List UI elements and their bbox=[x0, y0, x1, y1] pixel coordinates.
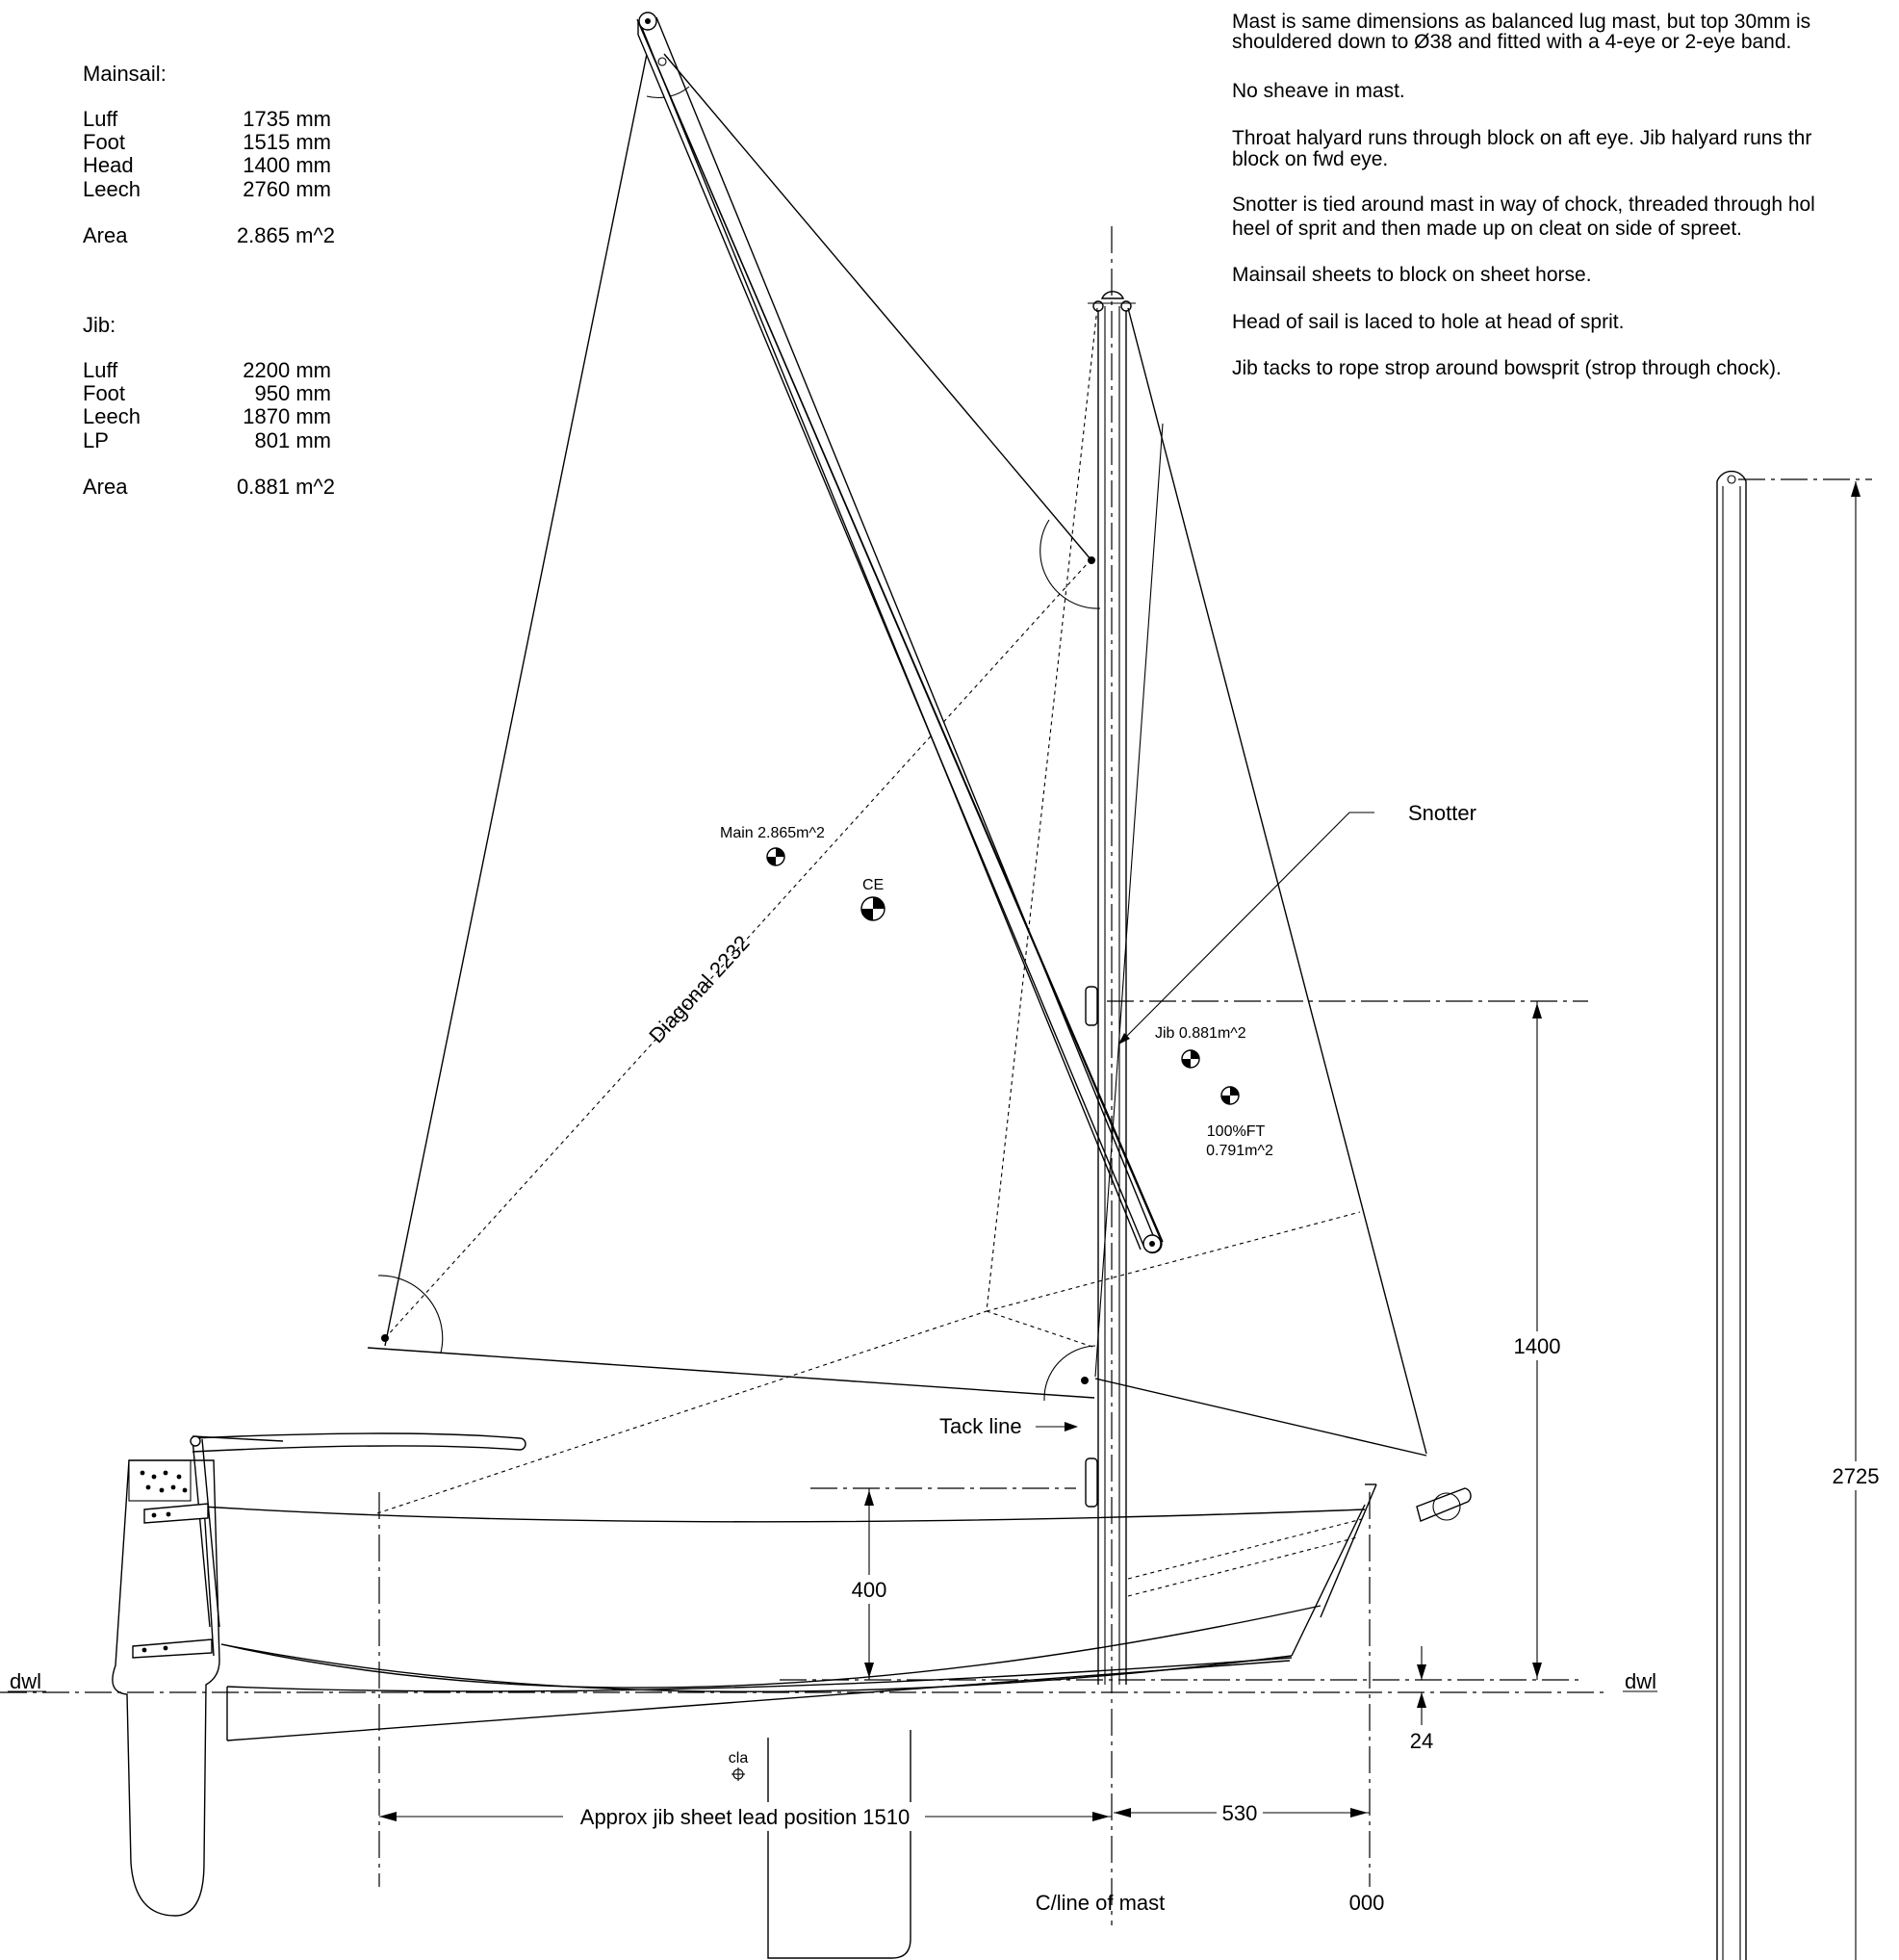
hull bbox=[192, 1310, 1472, 1741]
dim-2725-label: 2725 bbox=[1833, 1464, 1880, 1488]
jib-title: Jib: bbox=[83, 313, 115, 337]
jib-ce-label: Jib 0.881m^2 bbox=[1155, 1025, 1246, 1042]
mast-centreline-label: C/line of mast bbox=[1036, 1891, 1166, 1915]
snotter-label: Snotter bbox=[1408, 801, 1476, 825]
mainsail-row-label: Luff bbox=[83, 107, 118, 131]
combined-ce-marker: CE bbox=[860, 877, 885, 921]
jib-row-label: Luff bbox=[83, 358, 118, 382]
centreboard: cla bbox=[729, 1730, 911, 1959]
mainsail-row-label: Head bbox=[83, 153, 134, 177]
mast bbox=[1085, 226, 1136, 1925]
rudder bbox=[112, 1435, 220, 1917]
dim-1400: 1400 bbox=[1107, 1000, 1588, 1680]
dim-530-label: 530 bbox=[1222, 1801, 1258, 1825]
diagonal-line bbox=[384, 562, 1089, 1339]
jib-row-value: 1870 mm bbox=[243, 404, 331, 428]
main-ce-marker: Main 2.865m^2 bbox=[720, 825, 825, 866]
note-line: Throat halyard runs through block on aft… bbox=[1232, 127, 1811, 149]
tack-line-label: Tack line bbox=[939, 1414, 1022, 1438]
note-line: Mast is same dimensions as balanced lug … bbox=[1232, 11, 1810, 33]
mainsail-area-value: 2.865 m^2 bbox=[237, 223, 335, 247]
ft-label-line1: 100%FT bbox=[1207, 1123, 1266, 1140]
note-line: Jib tacks to rope strop around bowsprit … bbox=[1232, 357, 1782, 379]
tack-line-callout: Tack line bbox=[939, 1414, 1078, 1438]
jib-area-label: Area bbox=[83, 475, 128, 499]
dim-530: 530 bbox=[1114, 1492, 1371, 1887]
jib-table: Jib: Luff 2200 mm Foot 950 mm Leech 1870… bbox=[83, 313, 335, 499]
dwl-left-label: dwl bbox=[10, 1669, 41, 1693]
mainsail-row-value: 1515 mm bbox=[243, 130, 331, 154]
note-line: heel of sprit and then made up on cleat … bbox=[1232, 218, 1742, 240]
note-line: block on fwd eye. bbox=[1232, 148, 1388, 170]
throat-fitting bbox=[1088, 556, 1095, 564]
mainsail-table: Mainsail: Luff 1735 mm Foot 1515 mm Head… bbox=[83, 62, 335, 247]
dim-24: 24 bbox=[1410, 1646, 1433, 1753]
dim-jib-sheet: Approx jib sheet lead position 1510 bbox=[378, 1492, 1112, 1887]
jib-row-value: 801 mm bbox=[255, 428, 331, 452]
ce-label: CE bbox=[862, 877, 884, 893]
snotter-callout: Snotter bbox=[1117, 801, 1476, 1045]
note-line: Mainsail sheets to block on sheet horse. bbox=[1232, 264, 1592, 286]
ft-ce-marker: 100%FT 0.791m^2 bbox=[1206, 1086, 1273, 1159]
jib-row-label: Foot bbox=[83, 381, 125, 405]
note-line: shouldered down to Ø38 and fitted with a… bbox=[1232, 31, 1791, 53]
jib bbox=[986, 307, 1427, 1457]
jib-area-value: 0.881 m^2 bbox=[237, 475, 335, 499]
mainsail-row-value: 2760 mm bbox=[243, 177, 331, 201]
mainsail-area-label: Area bbox=[83, 223, 128, 247]
diagonal-label: Diagonal 2232 bbox=[644, 931, 754, 1048]
jib-row-label: Leech bbox=[83, 404, 141, 428]
mainsail-row-value: 1735 mm bbox=[243, 107, 331, 131]
station-000-label: 000 bbox=[1349, 1891, 1385, 1915]
jib-sheet-label: Approx jib sheet lead position 1510 bbox=[580, 1805, 910, 1829]
dim-400-label: 400 bbox=[852, 1578, 887, 1602]
jib-row-value: 950 mm bbox=[255, 381, 331, 405]
dim-24-label: 24 bbox=[1410, 1729, 1433, 1753]
cla-label: cla bbox=[729, 1750, 749, 1767]
jib-ce-marker: Jib 0.881m^2 bbox=[1155, 1025, 1246, 1069]
mainsail-row-label: Leech bbox=[83, 177, 141, 201]
note-line: Snotter is tied around mast in way of ch… bbox=[1232, 193, 1815, 216]
mast-elevation: 2725 bbox=[1716, 470, 1883, 1960]
mainsail-row-label: Foot bbox=[83, 130, 125, 154]
waterline: dwl dwl bbox=[0, 1669, 1657, 1693]
note-line: Head of sail is laced to hole at head of… bbox=[1232, 311, 1624, 333]
mainsail-row-value: 1400 mm bbox=[243, 153, 331, 177]
note-line: No sheave in mast. bbox=[1232, 80, 1405, 102]
rigging-notes: Mast is same dimensions as balanced lug … bbox=[1232, 11, 1815, 379]
dim-1400-label: 1400 bbox=[1514, 1334, 1561, 1358]
dwl-right-label: dwl bbox=[1625, 1669, 1656, 1693]
main-ce-label: Main 2.865m^2 bbox=[720, 825, 825, 841]
jib-row-label: LP bbox=[83, 428, 109, 452]
sprit bbox=[636, 12, 1164, 1254]
mainsail-title: Mainsail: bbox=[83, 62, 167, 86]
dim-400: 400 bbox=[810, 1487, 1076, 1680]
tack-fitting bbox=[1081, 1377, 1089, 1384]
jib-row-value: 2200 mm bbox=[243, 358, 331, 382]
ft-label-line2: 0.791m^2 bbox=[1206, 1143, 1273, 1159]
